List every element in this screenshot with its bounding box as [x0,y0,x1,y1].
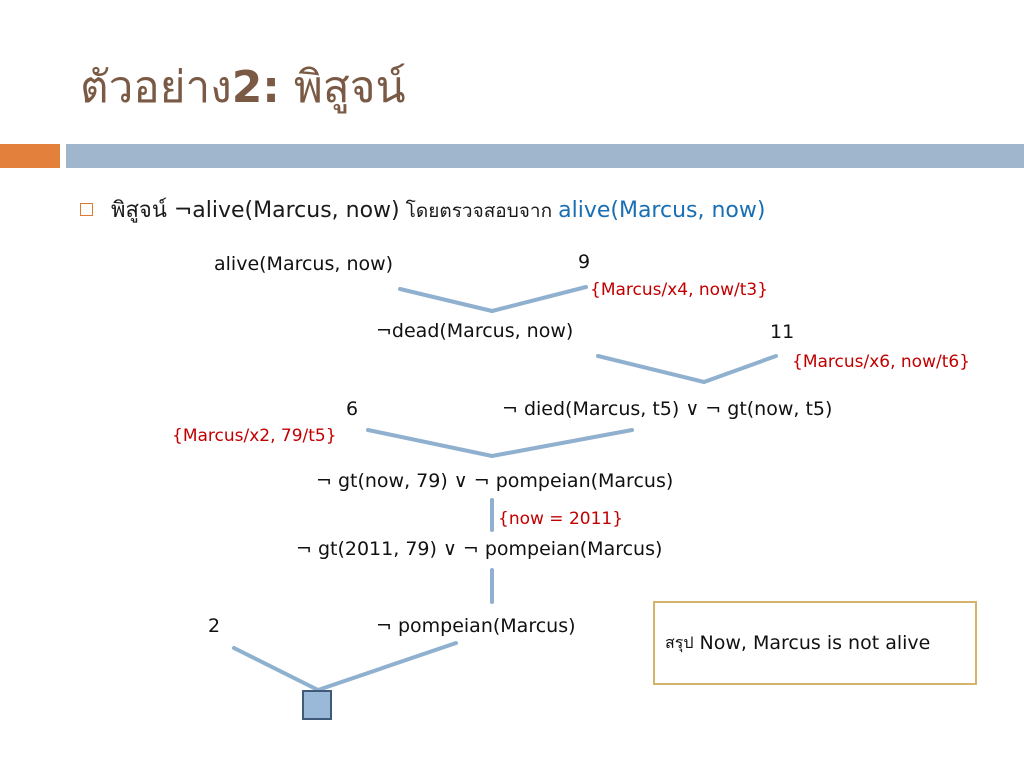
edge-c11 [702,354,778,384]
page-title: ตัวอย่าง2: พิสูจน์ [80,52,406,122]
edge-n6 [316,641,458,692]
bullet-item: พิสูจน์ ¬alive(Marcus, now) โดยตรวจสอบจา… [80,192,765,227]
bullet-goal: alive(Marcus, now) [192,198,400,223]
subst-1: {Marcus/x4, now/t3} [590,280,769,300]
bullet-neg: ¬ [173,198,193,223]
node-gt-now: ¬ gt(now, 79) ∨ ¬ pompeian(Marcus) [316,470,674,492]
subst-4: {now = 2011} [498,509,624,529]
bullet-middle: โดยตรวจสอบจาก [399,200,559,222]
clause-9: 9 [578,251,591,273]
conclusion-label: สรุป [665,632,694,652]
title-text: ตัวอย่าง [80,62,232,113]
empty-clause-box [302,690,332,720]
square-bullet-icon [80,202,93,216]
edge-c2 [232,646,320,692]
edge-n2 [596,354,706,384]
node-gt-2011: ¬ gt(2011, 79) ∨ ¬ pompeian(Marcus) [296,538,663,560]
clause-6: 6 [346,398,359,420]
node-died-or-gt: ¬ died(Marcus, t5) ∨ ¬ gt(now, t5) [502,398,833,420]
node-not-pompeian: ¬ pompeian(Marcus) [376,615,576,637]
edge-c9 [490,285,588,313]
subst-2: {Marcus/x6, now/t6} [792,352,971,372]
conclusion-text: Now, Marcus is not alive [699,632,931,654]
edge-n1 [398,287,494,313]
clause-11: 11 [770,321,795,343]
accent-band-blue [66,144,1024,168]
edge-n3 [490,428,634,458]
subst-3: {Marcus/x2, 79/t5} [172,426,337,446]
accent-band-orange [0,144,60,168]
edge-c6 [366,428,494,458]
clause-2: 2 [208,615,221,637]
bullet-prefix: พิสูจน์ [111,198,174,223]
node-not-dead: ¬dead(Marcus, now) [376,320,574,342]
bullet-blue-goal: alive(Marcus, now) [558,198,766,223]
title-number: 2: [231,62,280,113]
title-text-2: พิสูจน์ [279,62,406,113]
node-alive: alive(Marcus, now) [214,253,394,275]
